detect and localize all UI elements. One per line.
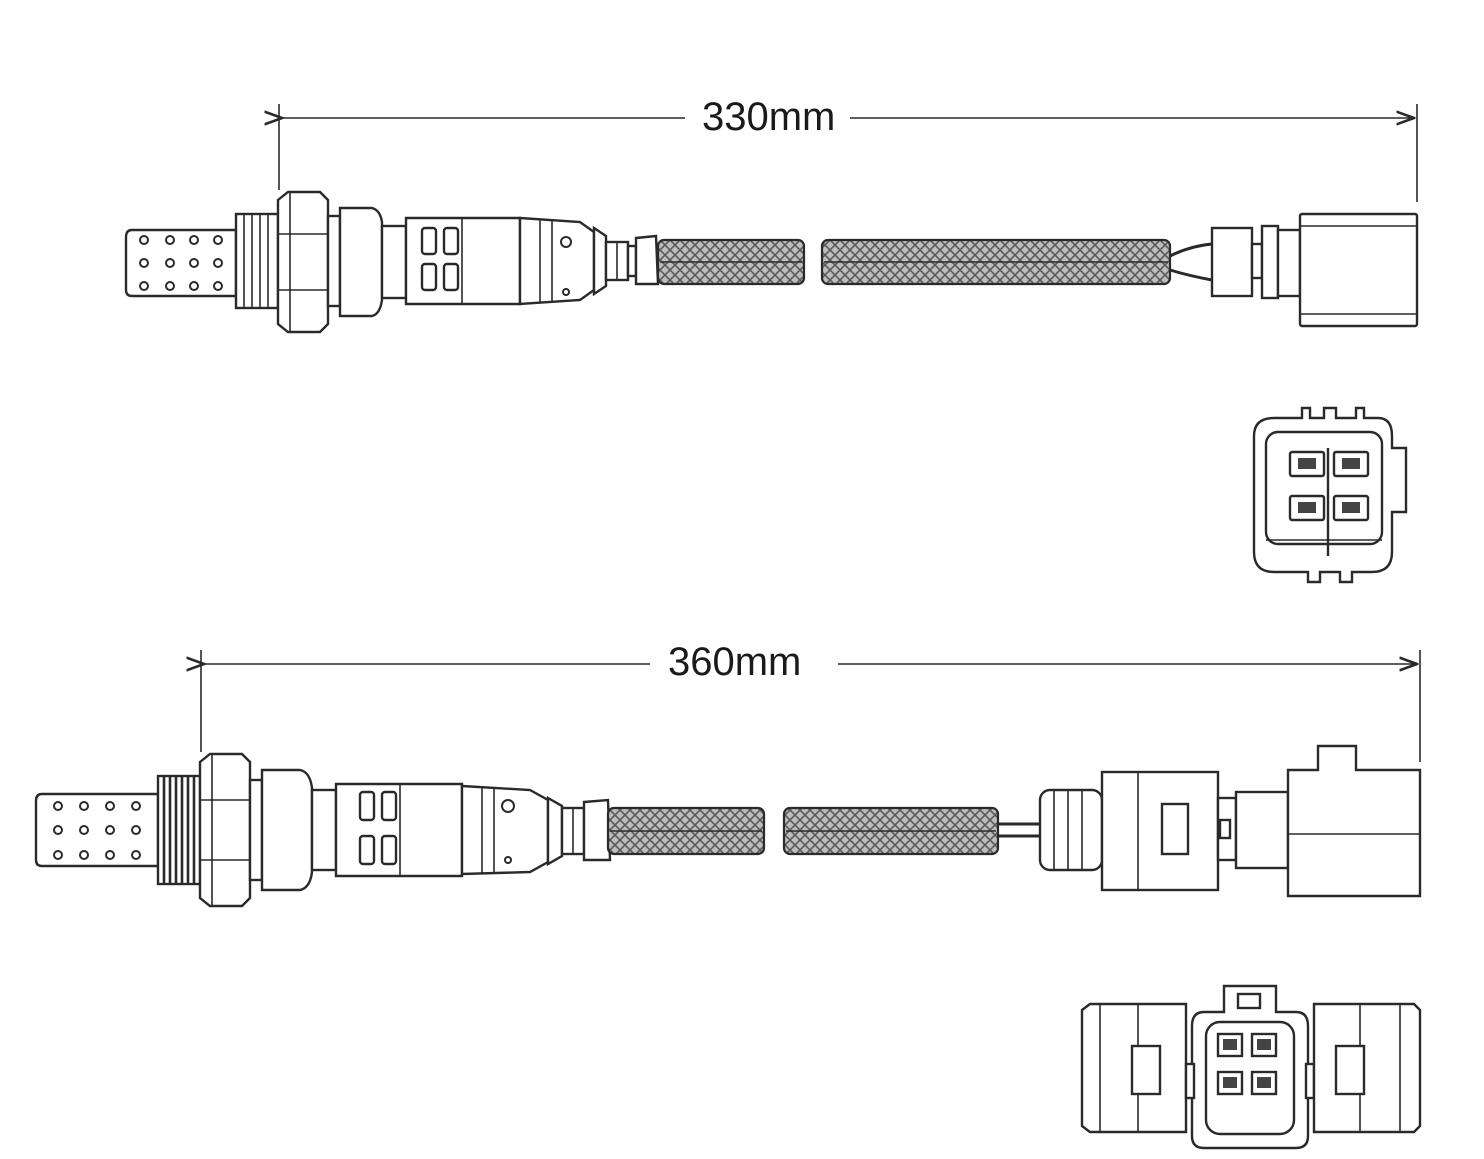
top-sensor [124, 190, 1419, 334]
top-hex-nut [276, 190, 330, 334]
bottom-sensor-body [248, 768, 612, 892]
bottom-connector-face [1080, 984, 1422, 1150]
top-probe-tip [124, 228, 238, 298]
top-sensor-body [326, 206, 660, 318]
bottom-dimension-line [201, 650, 1421, 762]
top-length-label: 330mm [692, 93, 846, 141]
top-connector-face [1252, 406, 1408, 584]
bottom-length-label: 360mm [658, 638, 812, 686]
bottom-connector [998, 744, 1422, 898]
bottom-probe-tip [34, 792, 160, 868]
top-dimension-line [279, 104, 1418, 202]
bottom-braided-cable [606, 806, 1000, 856]
top-connector [1169, 212, 1419, 328]
top-thread [234, 212, 280, 310]
top-braided-cable [656, 238, 1172, 286]
bottom-sensor [34, 744, 1422, 908]
bottom-hex-nut [198, 752, 252, 908]
bottom-thread [156, 774, 202, 886]
